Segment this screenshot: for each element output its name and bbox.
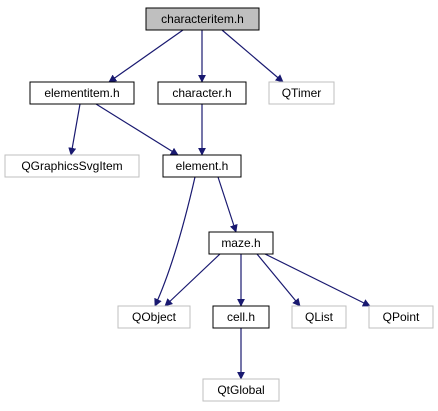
node-character-box bbox=[157, 81, 247, 105]
node-qtglobal[interactable]: QtGlobal bbox=[202, 378, 280, 402]
node-character-label: character.h bbox=[172, 86, 231, 100]
node-qtglobal-label: QtGlobal bbox=[217, 383, 264, 397]
node-qobject-label: QObject bbox=[132, 310, 177, 324]
node-characteritem[interactable]: characteritem.h bbox=[145, 7, 260, 31]
edge-elementitem-to-element bbox=[95, 103, 179, 156]
node-elementitem[interactable]: elementitem.h bbox=[29, 81, 135, 105]
edge-characteritem-to-elementitem bbox=[108, 29, 184, 83]
node-cell-label: cell.h bbox=[227, 310, 255, 324]
node-qpoint-label: QPoint bbox=[383, 310, 420, 324]
node-cell-box bbox=[212, 305, 270, 329]
node-qtimer[interactable]: QTimer bbox=[268, 81, 335, 105]
node-character[interactable]: character.h bbox=[157, 81, 247, 105]
edge-maze-to-qobject bbox=[164, 253, 221, 307]
node-qtimer-box bbox=[268, 81, 335, 105]
node-qgraphicssvgitem[interactable]: QGraphicsSvgItem bbox=[4, 154, 140, 178]
node-qpoint-box bbox=[368, 305, 434, 329]
node-qlist[interactable]: QList bbox=[291, 305, 347, 329]
node-element-box bbox=[162, 154, 242, 178]
node-maze[interactable]: maze.h bbox=[208, 231, 274, 255]
node-characteritem-label: characteritem.h bbox=[161, 12, 244, 26]
node-maze-box bbox=[208, 231, 274, 255]
node-maze-label: maze.h bbox=[221, 236, 260, 250]
node-qlist-box bbox=[291, 305, 347, 329]
node-elementitem-box bbox=[29, 81, 135, 105]
edges-layer bbox=[68, 29, 371, 380]
edge-elementitem-to-qgraphicssvgitem bbox=[68, 103, 81, 156]
node-qpoint[interactable]: QPoint bbox=[368, 305, 434, 329]
node-characteritem-box bbox=[145, 7, 260, 31]
node-qgraphicssvgitem-box bbox=[4, 154, 140, 178]
node-element-label: element.h bbox=[176, 159, 229, 173]
edge-maze-to-qlist bbox=[256, 253, 301, 307]
edge-element-to-qobject bbox=[154, 176, 196, 307]
node-qgraphicssvgitem-label: QGraphicsSvgItem bbox=[21, 159, 122, 173]
node-qlist-label: QList bbox=[305, 310, 334, 324]
node-qtglobal-box bbox=[202, 378, 280, 402]
node-qobject[interactable]: QObject bbox=[117, 305, 191, 329]
node-cell[interactable]: cell.h bbox=[212, 305, 270, 329]
edge-element-to-maze bbox=[217, 176, 238, 233]
node-qobject-box bbox=[117, 305, 191, 329]
node-elementitem-label: elementitem.h bbox=[44, 86, 119, 100]
edge-characteritem-to-qtimer bbox=[221, 29, 284, 83]
edge-maze-to-qpoint bbox=[264, 253, 371, 307]
node-element[interactable]: element.h bbox=[162, 154, 242, 178]
node-qtimer-label: QTimer bbox=[282, 86, 322, 100]
